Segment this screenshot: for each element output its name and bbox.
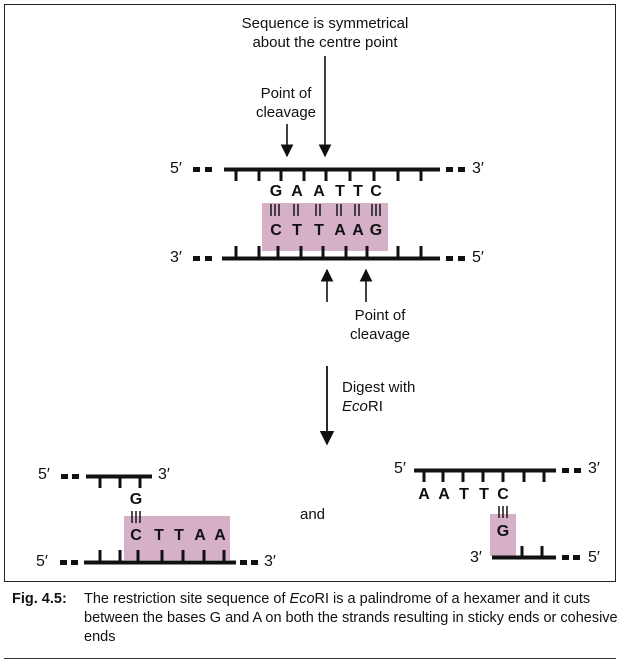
- left-bottom-base-4: A: [194, 527, 206, 544]
- right-upper-3prime: 3′: [588, 460, 600, 477]
- left-lower-3prime: 3′: [264, 553, 276, 570]
- base-upper-5: T: [353, 183, 363, 200]
- hydrogen-bonds: [270, 204, 381, 216]
- caption-label: Fig. 4.5:: [12, 591, 67, 607]
- base-upper-4: T: [335, 183, 345, 200]
- digest-enzyme-italic: Eco: [342, 398, 368, 415]
- base-upper-6: C: [370, 183, 382, 200]
- base-upper-1: G: [269, 183, 283, 200]
- upper-strand: [193, 167, 465, 181]
- cleavage-label-bottom-line1: Point of: [354, 307, 406, 324]
- left-upper-5prime: 5′: [38, 466, 50, 483]
- left-lower-5prime: 5′: [36, 553, 48, 570]
- left-fragment-highlight: [124, 516, 230, 560]
- bottom-rule: [4, 658, 616, 659]
- cleavage-label-top-line2: cleavage: [255, 104, 317, 121]
- right-top-base-3: T: [459, 486, 469, 503]
- top-duplex: [193, 167, 465, 261]
- left-bottom-base-3: T: [174, 527, 184, 544]
- base-lower-5: A: [352, 222, 364, 239]
- right-bottom-base: G: [496, 523, 510, 540]
- left-top-base: G: [129, 491, 143, 508]
- left-bottom-base-5: A: [214, 527, 226, 544]
- top-upper-5prime: 5′: [170, 160, 182, 177]
- digest-enzyme-rest: RI: [367, 398, 383, 415]
- right-fragment-highlight: [490, 514, 516, 556]
- cleavage-label-bottom-line2: cleavage: [349, 326, 411, 343]
- caption-part1: The restriction site sequence of: [84, 591, 290, 607]
- digest-label-line1: Digest with: [342, 379, 416, 396]
- right-upper-5prime: 5′: [394, 460, 406, 477]
- right-lower-5prime: 5′: [588, 549, 600, 566]
- base-lower-3: T: [314, 222, 324, 239]
- left-fragment: [60, 474, 258, 565]
- left-bottom-base-2: T: [154, 527, 164, 544]
- lower-strand: [193, 246, 465, 261]
- caption-enzyme-italic: Eco: [289, 591, 315, 607]
- figure-frame: [4, 4, 616, 582]
- top-upper-3prime: 3′: [472, 160, 484, 177]
- symmetry-label-line2: about the centre point: [252, 34, 398, 51]
- base-lower-4: A: [334, 222, 346, 239]
- right-lower-3prime: 3′: [470, 549, 482, 566]
- right-top-base-5: C: [497, 486, 509, 503]
- base-upper-3: A: [313, 183, 325, 200]
- right-top-base-2: A: [438, 486, 450, 503]
- base-lower-2: T: [292, 222, 302, 239]
- recognition-site-highlight: [262, 203, 388, 251]
- digest-label-line2: EcoRI: [342, 397, 383, 416]
- left-upper-3prime: 3′: [158, 466, 170, 483]
- symmetry-label-line1: Sequence is symmetrical: [241, 15, 409, 32]
- top-lower-3prime: 3′: [170, 249, 182, 266]
- caption-text: The restriction site sequence of EcoRI i…: [84, 590, 618, 647]
- and-label: and: [300, 506, 326, 523]
- caption-part2: RI is a palindrome of a hexamer and it c…: [84, 591, 618, 645]
- top-lower-5prime: 5′: [472, 249, 484, 266]
- right-top-base-1: A: [418, 486, 430, 503]
- right-fragment: [414, 468, 581, 560]
- base-lower-6: G: [369, 222, 383, 239]
- base-lower-1: C: [270, 222, 282, 239]
- base-upper-2: A: [291, 183, 303, 200]
- left-bottom-base-1: C: [130, 527, 142, 544]
- cleavage-label-top-line1: Point of: [260, 85, 312, 102]
- right-top-base-4: T: [479, 486, 489, 503]
